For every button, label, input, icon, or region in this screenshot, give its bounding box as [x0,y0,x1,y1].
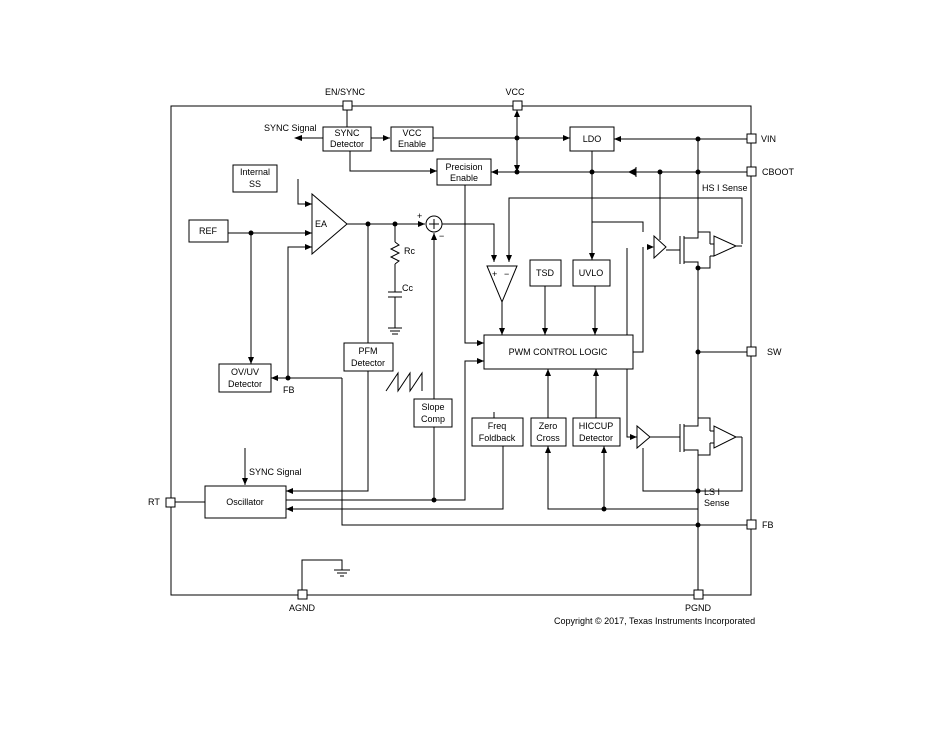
hiccup-detector-block: HICCUP Detector [572,417,621,447]
junction-dots [248,135,701,528]
svg-text:LDO: LDO [583,134,602,144]
pin-cboot: CBOOT [746,166,795,177]
low-side-fet [636,417,742,456]
sync-signal-label-top: SYNC Signal [264,123,317,133]
sync-detector-block: SYNC Detector [322,126,372,152]
ls-i-sense-label-1: LS I [704,487,720,497]
svg-text:TSD: TSD [536,268,555,278]
sum-plus-label: + [417,211,422,221]
freq-foldback-block: Freq Foldback [471,417,524,447]
pin-en-sync: EN/SYNC [325,87,366,111]
svg-text:AGND: AGND [289,603,316,613]
svg-text:Enable: Enable [450,173,478,183]
svg-text:VIN: VIN [761,134,776,144]
tsd-block: TSD [529,259,562,287]
zero-cross-block: Zero Cross [530,417,567,447]
pin-sw: SW [746,346,782,357]
oscillator-block: Oscillator [204,485,287,519]
slope-comp-block: Slope Comp [413,398,453,428]
pin-vin: VIN [746,133,776,144]
svg-text:VCC: VCC [402,128,422,138]
svg-text:Slope: Slope [421,402,444,412]
ldo-block: LDO [569,126,615,152]
vcc-enable-block: VCC Enable [390,126,434,152]
svg-text:Detector: Detector [579,433,613,443]
error-amplifier: EA [311,192,348,256]
pin-fb-right: FB [746,519,774,530]
svg-text:REF: REF [199,226,218,236]
pin-rt: RT [148,497,176,508]
sum-minus-label: − [439,231,444,241]
svg-text:SS: SS [249,179,261,189]
uvlo-block: UVLO [572,259,611,287]
svg-text:VCC: VCC [505,87,525,97]
ea-label: EA [315,219,327,229]
svg-text:Zero: Zero [539,421,558,431]
precision-enable-block: Precision Enable [436,158,492,186]
comparator-plus-label: + [492,269,497,279]
svg-text:SYNC: SYNC [334,128,360,138]
svg-text:Detector: Detector [228,379,262,389]
internal-ss-block: Internal SS [232,164,278,193]
summing-node: + − [417,211,444,241]
hs-i-sense-label: HS I Sense [702,183,748,193]
pwm-control-logic-block: PWM CONTROL LOGIC [483,334,634,370]
svg-text:CBOOT: CBOOT [762,167,795,177]
svg-text:Internal: Internal [240,167,270,177]
high-side-fet [653,231,742,269]
ovuv-detector-block: OV/UV Detector [218,363,272,393]
sawtooth-icon [385,371,423,393]
svg-text:EN/SYNC: EN/SYNC [325,87,366,97]
rc-label: Rc [404,246,415,256]
svg-text:FB: FB [762,520,774,530]
svg-text:Cross: Cross [536,433,560,443]
svg-text:Comp: Comp [421,414,445,424]
fb-inner-label: FB [283,385,295,395]
svg-text:Oscillator: Oscillator [226,497,264,507]
copyright-notice: Copyright © 2017, Texas Instruments Inco… [554,616,755,626]
svg-text:SW: SW [767,347,782,357]
svg-text:Detector: Detector [351,358,385,368]
ls-i-sense-label-2: Sense [704,498,730,508]
svg-text:PFM: PFM [359,346,378,356]
ref-block: REF [188,219,229,243]
pin-vcc: VCC [505,87,525,111]
svg-text:PGND: PGND [685,603,712,613]
svg-text:PWM CONTROL LOGIC: PWM CONTROL LOGIC [509,347,608,357]
svg-text:OV/UV: OV/UV [231,367,259,377]
svg-text:Precision: Precision [445,162,482,172]
pfm-detector-block: PFM Detector [343,342,394,372]
cc-label: Cc [402,283,413,293]
svg-text:RT: RT [148,497,160,507]
svg-text:Foldback: Foldback [479,433,516,443]
svg-text:HICCUP: HICCUP [579,421,614,431]
pin-pgnd: PGND [685,589,712,613]
svg-text:UVLO: UVLO [579,268,604,278]
sync-signal-label-osc: SYNC Signal [249,467,302,477]
svg-text:Freq: Freq [488,421,507,431]
pwm-comparator: + − [486,265,518,304]
svg-text:Enable: Enable [398,139,426,149]
arrowheads [242,110,654,512]
pin-agnd: AGND [289,589,316,613]
wires [174,109,752,592]
comparator-minus-label: − [504,269,509,279]
svg-text:Detector: Detector [330,139,364,149]
